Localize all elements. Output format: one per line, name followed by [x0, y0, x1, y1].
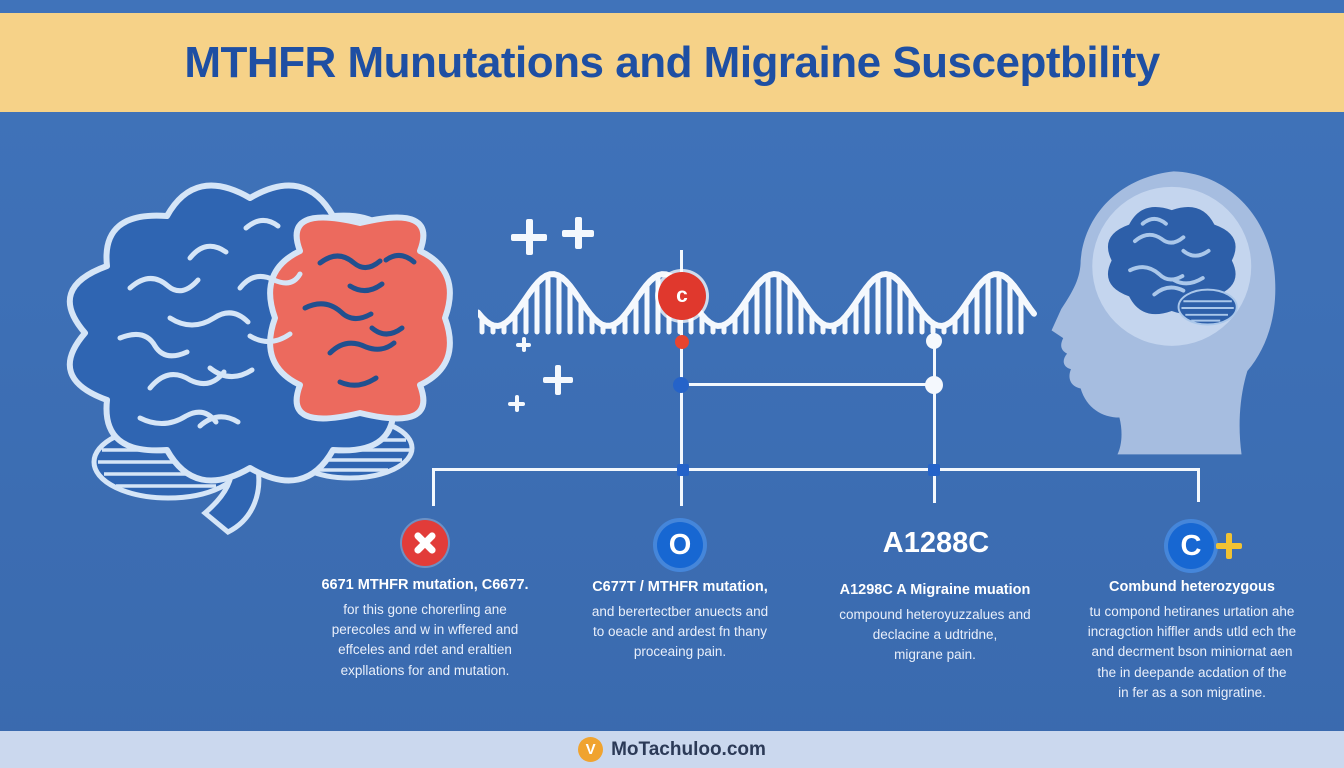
column-compound: Combund heterozygous tu compond hetirane…	[1058, 577, 1326, 703]
column-text-line: effceles and rdet and eraltien	[338, 642, 512, 658]
bracket-line	[432, 468, 1200, 471]
column-text-line: expllations for and mutation.	[340, 662, 510, 678]
head-silhouette	[1051, 171, 1276, 455]
column-text-line: the in deepande acdation of the	[1097, 664, 1287, 680]
brand-name: MoTachuloo.com	[611, 738, 766, 760]
head-brain	[1107, 206, 1236, 315]
junction-node	[928, 464, 940, 476]
column-text-line: tu compond hetiranes urtation ahe	[1089, 603, 1295, 619]
column-text-line: in fer as a son migratine.	[1118, 684, 1266, 700]
column-text-line: perecoles and w in wffered and	[331, 622, 519, 637]
column-heading: Combund heterozygous	[1109, 579, 1275, 595]
head-cerebellum	[1177, 288, 1238, 326]
x-mark	[402, 520, 448, 566]
bracket-line	[1197, 468, 1200, 502]
connector-line	[933, 341, 936, 503]
column-c677: 6671 MTHFR mutation, C6677. for this gon…	[300, 575, 550, 681]
plus-icon	[562, 217, 594, 249]
column-body: compound heteroyuzzalues and declacine a …	[810, 605, 1060, 666]
x-circle-icon	[402, 520, 448, 566]
connector-line	[682, 383, 935, 386]
column-text-line: declacine a udtridne,	[872, 627, 998, 642]
column-body: tu compond hetiranes urtation ahe incragc…	[1058, 602, 1326, 703]
mutation-marker-letter: c	[676, 284, 688, 307]
page-title: MTHFR Munutations and Migraine Susceptbi…	[184, 38, 1160, 87]
plus-icon	[543, 365, 573, 395]
o-circle-icon: O	[653, 518, 707, 572]
red-dot	[675, 335, 689, 349]
footer-bar: V MoTachuloo.com	[0, 731, 1344, 768]
c-plus-circle-icon: C	[1164, 519, 1218, 573]
gene-label: A1288C	[882, 527, 990, 559]
brain-gyri-light	[117, 218, 303, 429]
column-text-line: incragction hiffler ands utld ech the	[1087, 624, 1297, 639]
plus-icon	[516, 337, 531, 352]
o-letter: O	[668, 528, 692, 561]
column-heading: 6671 MTHFR mutation, C6677.	[321, 577, 529, 593]
yellow-plus-icon	[1216, 533, 1242, 559]
column-text-line: and decrment bson miniornat aen	[1091, 644, 1293, 660]
column-text-line: proceaing pain.	[633, 644, 727, 660]
column-text-line: and berertectber anuects and	[591, 603, 769, 619]
column-text-line: migrane pain.	[894, 647, 976, 663]
column-c677t: C677T / MTHFR mutation, and berertectber…	[555, 577, 805, 663]
dna-strand-icon	[478, 270, 1037, 335]
column-text-line: to oeacle and ardest fn thany	[592, 624, 768, 639]
column-text-line: for this gone chorerling ane	[343, 601, 507, 617]
blue-dot	[673, 377, 689, 393]
brain-illustration	[66, 182, 453, 535]
c-letter: C	[1180, 529, 1202, 562]
header-banner	[0, 13, 1344, 112]
head-brain-gyri	[1128, 216, 1211, 297]
column-body: for this gone chorerling ane perecoles an…	[300, 600, 550, 681]
brand-badge-letter: V	[585, 741, 596, 758]
plus-icon	[508, 395, 525, 412]
column-text-line: compound heteroyuzzalues and	[839, 606, 1031, 622]
column-a1298c: A1298C A Migraine muation compound heter…	[810, 580, 1060, 666]
column-body: and berertectber anuects and to oeacle an…	[555, 602, 805, 663]
plus-icon	[511, 219, 547, 255]
white-dot	[925, 376, 943, 394]
column-heading: A1298C A Migraine muation	[839, 582, 1031, 598]
junction-node	[677, 464, 689, 476]
bracket-line	[432, 468, 435, 506]
brain-gyri-dark	[302, 253, 417, 388]
mutation-marker: c	[658, 272, 706, 320]
brand-badge-icon: V	[578, 737, 604, 762]
white-dot	[926, 333, 942, 349]
column-heading: C677T / MTHFR mutation,	[592, 579, 768, 595]
